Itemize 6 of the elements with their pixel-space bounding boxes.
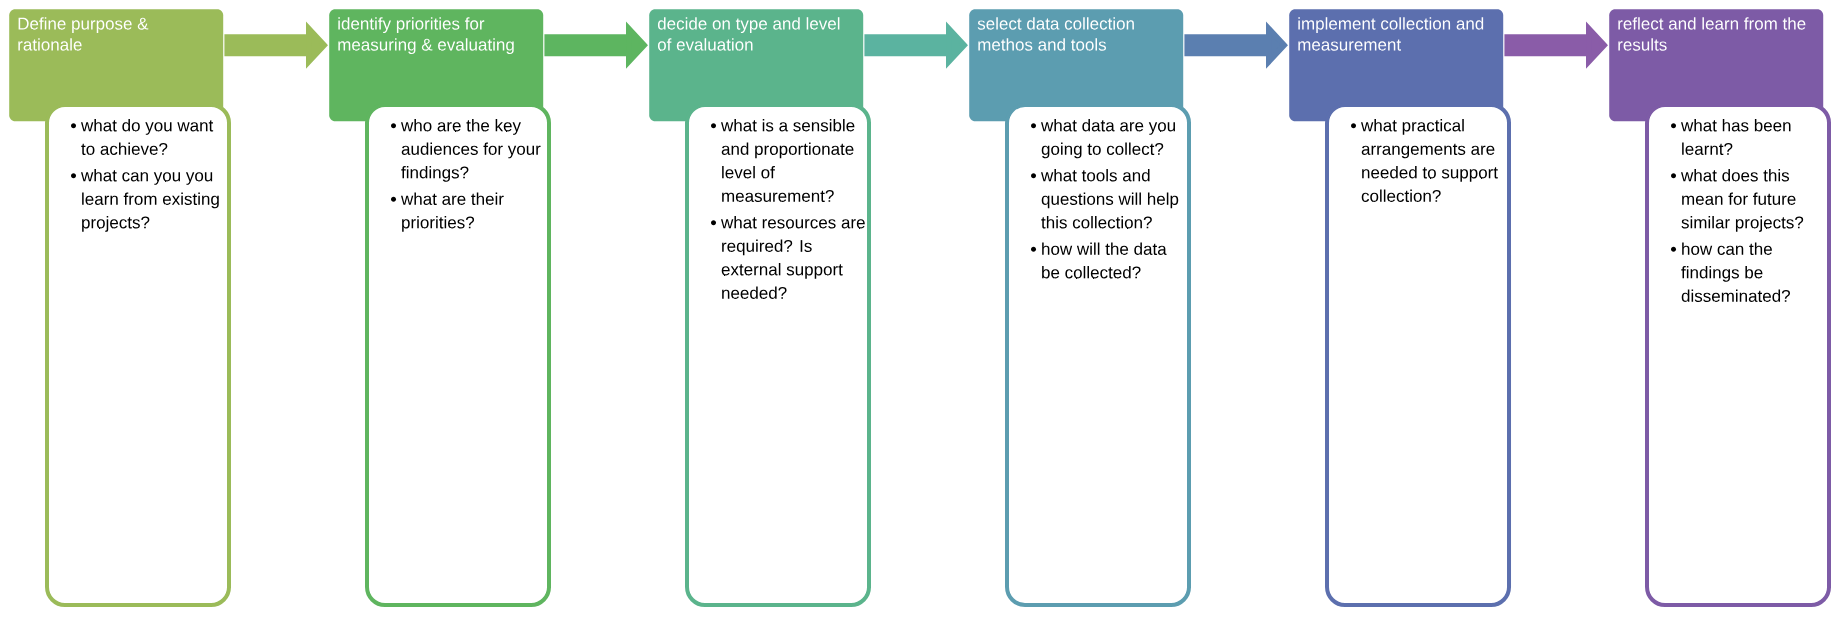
question-box: what has been learnt? what does this mean for future similar projects? how can the findings be disseminated? [1645, 103, 1831, 607]
question-box: what is a sensible and proportionate level of measurement? what resources are required? Is external support needed? [685, 103, 871, 607]
question-box: who are the key audiences for your findings? what are their priorities? [365, 103, 551, 607]
question-box: what do you want to achieve? what can you you learn from existing projects? [45, 103, 231, 607]
question-box: what practical arrangements are needed to support collection? [1325, 103, 1511, 607]
question-box: what data are you going to collect? what tools and questions will help this collection? how will the data be collected? [1005, 103, 1191, 607]
